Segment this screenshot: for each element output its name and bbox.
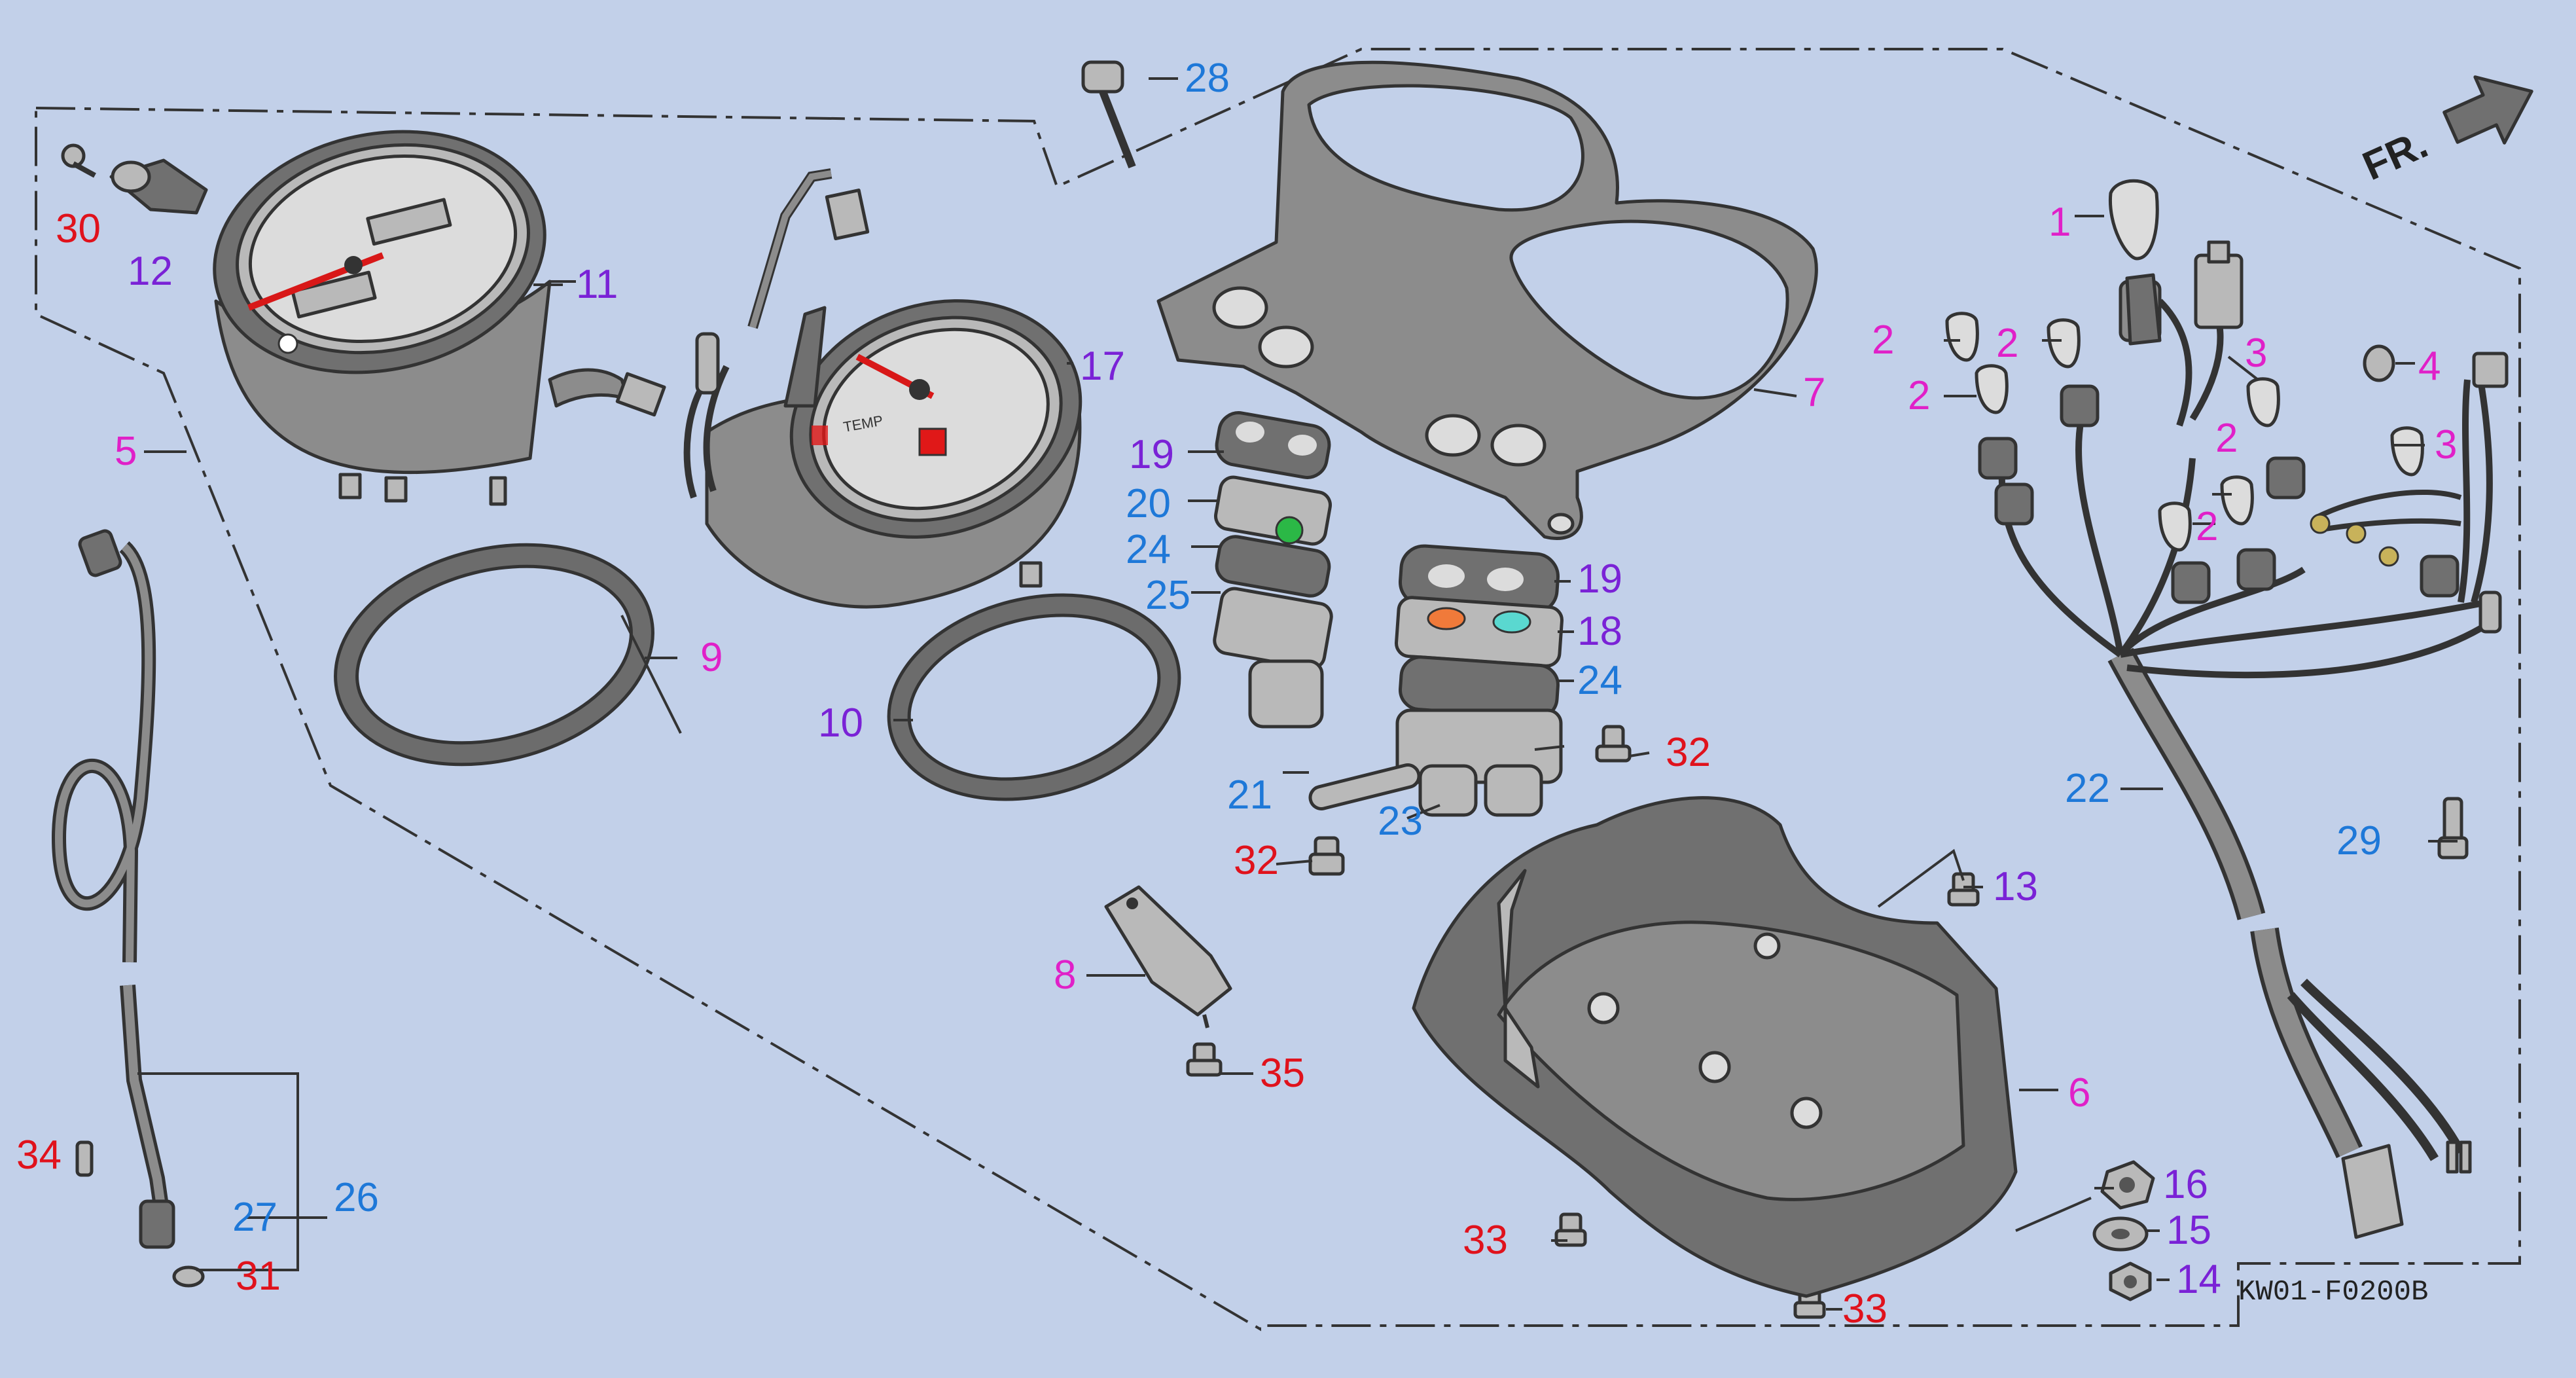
bulb-1 xyxy=(2108,179,2159,261)
callout-label: 33 xyxy=(1463,1218,1508,1263)
callout-label: 15 xyxy=(2166,1208,2211,1253)
screw-30 xyxy=(61,143,96,178)
front-label: FR. xyxy=(2356,121,2434,189)
callout-label: 18 xyxy=(1577,609,1622,654)
callout-label: 19 xyxy=(1577,556,1622,602)
left-indicator-stack xyxy=(1213,411,1333,729)
callout-label: 14 xyxy=(2176,1257,2221,1302)
callout-label: 11 xyxy=(576,262,618,307)
cable-cap xyxy=(109,158,208,215)
screw-13 xyxy=(1947,872,1980,907)
stay-8 xyxy=(1104,885,1232,1028)
ring-gasket-10 xyxy=(887,593,1181,801)
bulb-2-d xyxy=(2220,475,2254,526)
nut-16 xyxy=(2100,1160,2155,1210)
callout-label: 21 xyxy=(1227,772,1272,818)
bolt-29 xyxy=(2437,797,2469,860)
right-indicator-stack xyxy=(1395,544,1564,817)
callout-label: 5 xyxy=(115,429,137,474)
callout-label: 32 xyxy=(1234,838,1279,883)
callout-label: 24 xyxy=(1126,527,1171,572)
leader-lines xyxy=(137,77,2458,1311)
callout-label: 30 xyxy=(56,206,101,251)
bolt-28 xyxy=(1081,60,1136,169)
washer-15 xyxy=(2092,1216,2149,1252)
callout-label: 13 xyxy=(1993,864,2038,909)
callout-label: 24 xyxy=(1577,658,1622,703)
speedometer xyxy=(213,130,666,506)
callout-label: 25 xyxy=(1145,573,1190,618)
screw-32-a xyxy=(1595,725,1632,763)
callout-label: 6 xyxy=(2068,1070,2090,1115)
bulb-3-a xyxy=(2246,377,2280,427)
callout-label: 2 xyxy=(2196,504,2218,549)
bulb-2-c xyxy=(1975,364,2009,414)
callout-label: 22 xyxy=(2065,766,2110,811)
bracket-21 xyxy=(1308,763,1421,810)
wire-harness xyxy=(1978,240,2509,1239)
callout-label: 23 xyxy=(1378,799,1423,844)
callout-label: 17 xyxy=(1080,344,1125,389)
callout-label: 26 xyxy=(334,1175,379,1220)
callout-label: 3 xyxy=(2435,422,2457,467)
callout-label: 27 xyxy=(232,1195,277,1240)
callout-label: 35 xyxy=(1260,1051,1305,1096)
front-direction-arrow: FR. xyxy=(2356,75,2533,189)
callout-label: 28 xyxy=(1185,56,1230,101)
callout-label: 8 xyxy=(1054,952,1076,998)
callout-label: 19 xyxy=(1129,432,1174,477)
meter-visor xyxy=(1156,60,1818,540)
callout-label: 2 xyxy=(1872,317,1894,363)
callout-label: 3 xyxy=(2245,331,2267,376)
diagram-code: KW01-F0200B xyxy=(2238,1276,2428,1309)
meter-case xyxy=(1412,796,2018,1298)
tachometer: TEMP xyxy=(683,168,1082,609)
bulb-2-a xyxy=(1945,312,1979,362)
callout-label: 4 xyxy=(2418,344,2441,389)
callout-label: 2 xyxy=(1908,373,1930,418)
callout-label: 31 xyxy=(236,1254,281,1299)
callout-label: 10 xyxy=(818,700,863,746)
callout-label: 33 xyxy=(1842,1286,1887,1332)
callout-label: 34 xyxy=(16,1133,62,1178)
callout-label: 29 xyxy=(2336,818,2382,863)
callout-label: 2 xyxy=(1996,321,2018,366)
callout-label: 32 xyxy=(1666,730,1711,775)
speedometer-cable xyxy=(51,529,205,1288)
callout-label: 12 xyxy=(128,249,173,294)
ring-gasket-9 xyxy=(334,543,654,767)
bulb-2-b xyxy=(2047,318,2081,369)
callout-label: 1 xyxy=(2048,200,2071,245)
callout-label: 9 xyxy=(700,635,723,680)
callout-label: 7 xyxy=(1803,370,1825,415)
nut-14 xyxy=(2109,1261,2152,1301)
assembly-boundary xyxy=(35,48,2521,1332)
screw-35 xyxy=(1186,1042,1223,1077)
bulb-3-b xyxy=(2390,426,2424,477)
callout-label: 20 xyxy=(1126,481,1171,526)
callout-label: 16 xyxy=(2163,1162,2208,1207)
callout-label: 2 xyxy=(2215,416,2238,461)
screw-32-b xyxy=(1308,836,1345,876)
bulb-2-e xyxy=(2158,501,2192,552)
callout-labels: 1 2 2 2 2 2 3 3 4 5 6 7 8 9 10 11 12 13 … xyxy=(16,56,2457,1332)
